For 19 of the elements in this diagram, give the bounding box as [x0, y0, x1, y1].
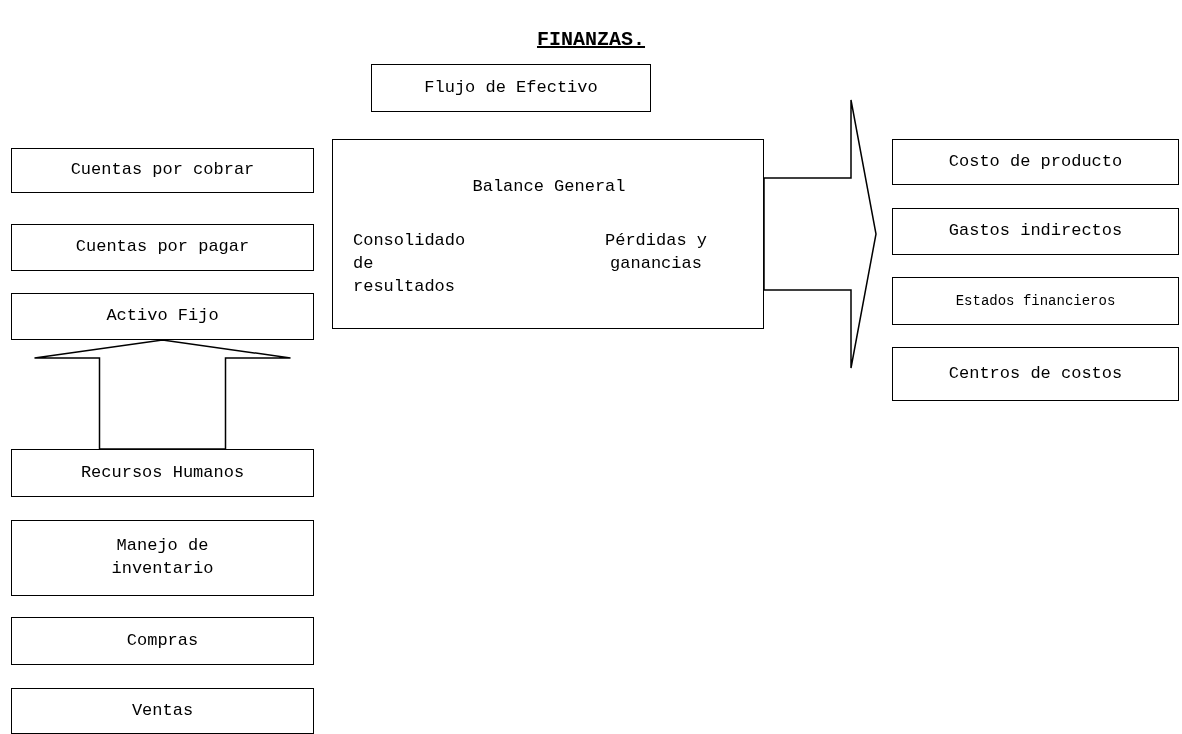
panel-text: Consolidado de resultados — [353, 230, 467, 298]
label-box: Compras — [11, 617, 314, 665]
panel-heading: Balance General — [471, 176, 627, 198]
label-box: Ventas — [11, 688, 314, 734]
panel-text: Pérdidas y ganancias — [604, 230, 708, 275]
label-box: Cuentas por cobrar — [11, 148, 314, 193]
label-box: Flujo de Efectivo — [371, 64, 651, 112]
title: FINANZAS. — [536, 28, 646, 51]
panel — [332, 139, 764, 329]
label-box: Gastos indirectos — [892, 208, 1179, 255]
label-box: Manejo de inventario — [11, 520, 314, 596]
label-box: Estados financieros — [892, 277, 1179, 325]
label-box: Cuentas por pagar — [11, 224, 314, 271]
label-box: Costo de producto — [892, 139, 1179, 185]
label-box: Centros de costos — [892, 347, 1179, 401]
label-box: Recursos Humanos — [11, 449, 314, 497]
block-arrow — [33, 339, 292, 450]
label-box: Activo Fijo — [11, 293, 314, 340]
block-arrow — [763, 99, 877, 369]
